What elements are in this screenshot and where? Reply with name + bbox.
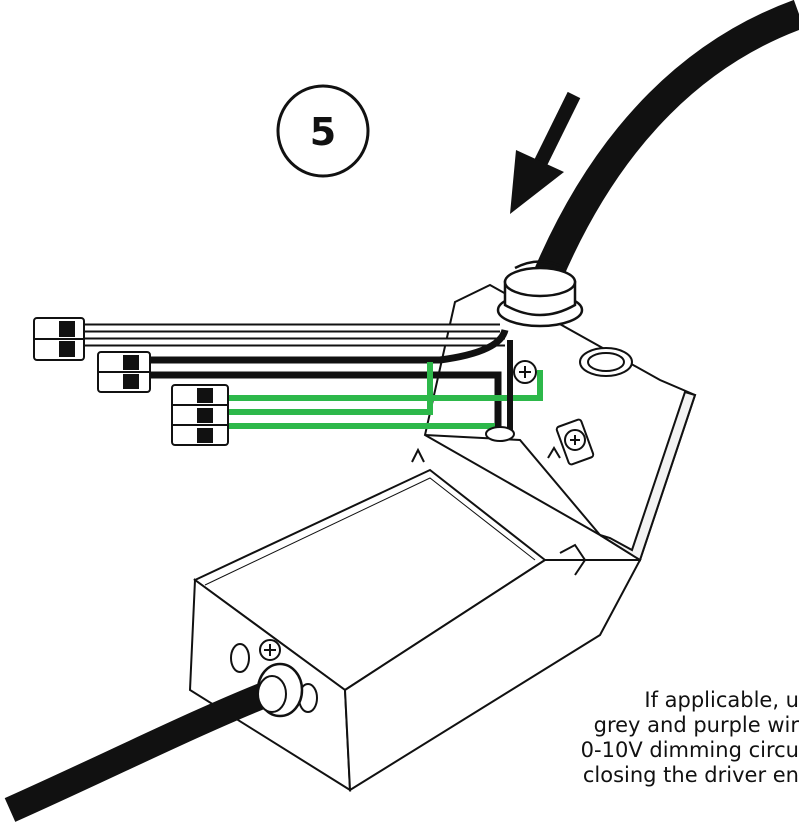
wires <box>80 323 543 442</box>
step-number: 5 <box>310 110 336 154</box>
caption-line: closing the driver en <box>582 763 799 787</box>
cable-gland <box>496 260 584 328</box>
hot-wire <box>140 371 502 430</box>
hot-wire <box>140 328 509 364</box>
wire-connector <box>97 351 151 393</box>
enclosure-right <box>343 559 642 792</box>
junction-box <box>411 283 697 562</box>
insert-arrow-icon <box>510 91 581 214</box>
ground-wire <box>215 362 433 415</box>
caption-line: grey and purple wir <box>593 713 799 737</box>
step-badge: 5 <box>276 84 370 178</box>
outgoing-cable <box>4 662 304 822</box>
phillips-screw-icon <box>555 418 595 466</box>
instruction-caption: If applicable, u grey and purple wir 0-1… <box>470 688 799 788</box>
incoming-cable <box>534 0 799 281</box>
caption-line: If applicable, u <box>644 688 799 712</box>
caption-line: 0-10V dimming circu <box>580 738 799 762</box>
knockout-icon <box>230 643 250 673</box>
step-circle <box>276 84 370 178</box>
ground-wire <box>215 370 543 401</box>
enclosure-details <box>230 639 318 713</box>
wire-connector <box>33 317 85 361</box>
phillips-screw-icon <box>513 360 537 384</box>
wire-connector <box>171 384 229 446</box>
